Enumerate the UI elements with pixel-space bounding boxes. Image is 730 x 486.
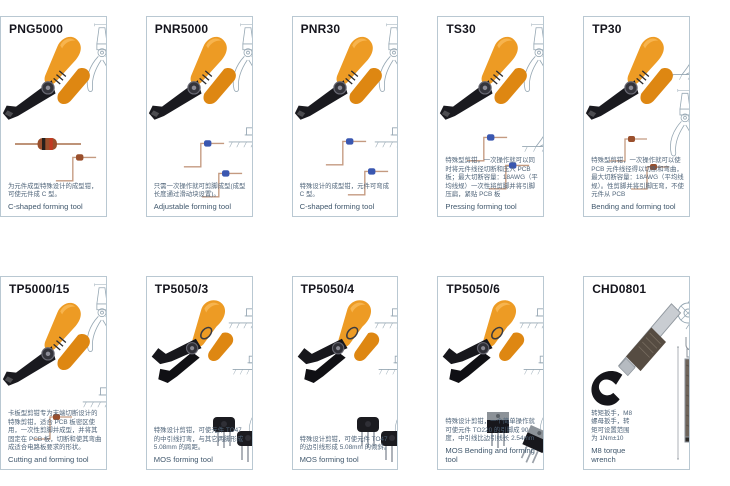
description-zh: 卡板型剪钳专为末端切断设计的特殊剪钳，适合 PCB 板密区使用，一次性剪脚并成型… <box>8 410 102 452</box>
product-card-png5000: PNG5000 为元件成型特殊设计的成型钳，可使元件成 C 型。 C-shape… <box>0 16 107 217</box>
description-en: Cutting and forming tool <box>8 455 89 464</box>
product-code: TP5050/6 <box>446 282 501 296</box>
product-catalog-page: PNG5000 为元件成型特殊设计的成型钳，可使元件成 C 型。 C-shape… <box>0 0 730 470</box>
pliers-photo <box>1 297 95 405</box>
product-description: 特殊型剪钳，一次操作就可以使 PCB 元件线径得以切断和弯曲，最大切断容量：18… <box>591 157 685 211</box>
description-en: MOS Bending and forming tool <box>445 446 535 464</box>
product-description: 特殊设计剪钳，一个简单操作就可使元件 TO220 的引脚成 90 度，中引线比边… <box>445 418 539 464</box>
description-zh: 特殊型剪钳，一次操作就可以同时将元件线径切断和压入 PCB 板；最大切断容量：1… <box>445 157 538 199</box>
description-zh: 只需一次操作就可剪脚成型(成型长度通过滑动块设置)。 <box>153 182 246 199</box>
mos-pliers-photo <box>438 297 532 405</box>
product-card-chd0801: CHD0801 <box>583 276 690 470</box>
description-zh: 为元件成型特殊设计的成型钳，可使元件成 C 型。 <box>8 182 98 199</box>
product-description: 只需一次操作就可剪脚成型(成型长度通过滑动块设置)。 Adjustable fo… <box>154 183 248 211</box>
pliers-photo <box>438 31 532 139</box>
catalog-row-1: PNG5000 为元件成型特殊设计的成型钳，可使元件成 C 型。 C-shape… <box>0 0 730 233</box>
product-code: PNR30 <box>300 22 341 36</box>
product-code: TP5000/15 <box>9 282 70 296</box>
product-description: 转矩扳手，M8 螺母扳手，转矩可设置范围为 1Nm±10 M8 torque w… <box>591 410 633 464</box>
description-en: C-shaped forming tool <box>299 202 375 211</box>
product-card-ts30: TS30 特殊型剪钳，一次操作就可以同时将元件线径切断和压入 PCB 板；最大切… <box>437 16 545 217</box>
description-zh: 特殊设计的成型钳，元件可弯成 C 型。 <box>299 182 390 199</box>
product-description: 特殊设计的成型钳，元件可弯成 C 型。 C-shaped forming too… <box>300 183 394 211</box>
description-en: Adjustable forming tool <box>153 202 232 211</box>
description-zh: 特殊设计剪钳，可使元件 TO47 的边引线形成 5.08mm 的倾斜。 <box>299 435 391 452</box>
product-card-tp30: TP30 特殊型剪钳，一次操作就可以使 PCB 元件线径得以切断和弯曲，最大切断… <box>583 16 690 217</box>
product-card-tp5050-3: TP5050/3 特殊设计剪钳，可使元件 TO47 的中引线打弯，与其它两脚形成… <box>145 276 253 470</box>
product-card-pnr5000: PNR5000 只需一次操作就可剪脚成型(成型长度通过滑动块设置)。 Adjus… <box>145 16 253 217</box>
mos-pliers-photo <box>147 297 241 405</box>
bent-component-illustration <box>53 149 99 185</box>
description-en: Pressing forming tool <box>445 202 517 211</box>
product-code: TP5050/3 <box>154 282 209 296</box>
mos-pliers-photo <box>293 297 387 405</box>
product-description: 卡板型剪钳专为末端切断设计的特殊剪钳，适合 PCB 板密区使用，一次性剪脚并成型… <box>8 410 102 464</box>
description-en: MOS forming tool <box>153 455 213 464</box>
product-code: CHD0801 <box>592 282 647 296</box>
pliers-photo <box>1 31 95 139</box>
product-code: TP30 <box>592 22 622 36</box>
description-zh: 特殊型剪钳，一次操作就可以使 PCB 元件线径得以切断和弯曲，最大切断容量：18… <box>591 157 684 199</box>
product-description: 特殊型剪钳，一次操作就可以同时将元件线径切断和压入 PCB 板；最大切断容量：1… <box>445 157 539 211</box>
product-code: TS30 <box>446 22 476 36</box>
description-zh: 转矩扳手，M8 螺母扳手，转矩可设置范围为 1Nm±10 <box>591 409 633 443</box>
pliers-photo <box>584 31 678 139</box>
product-code: TP5050/4 <box>300 282 355 296</box>
description-en: C-shaped forming tool <box>8 202 83 211</box>
description-en: Bending and forming tool <box>591 202 676 211</box>
product-card-tp5000-15: TP5000/15 卡板型剪钳专为末端切断设计的特殊剪钳，适合 PCB 板密区使… <box>0 276 107 470</box>
torque-wrench-photo <box>586 297 686 427</box>
product-code: PNR5000 <box>154 22 209 36</box>
description-zh: 特殊设计剪钳，一个简单操作就可使元件 TO220 的引脚成 90 度，中引线比边… <box>445 418 535 443</box>
description-en: MOS forming tool <box>299 455 359 464</box>
product-description: 特殊设计剪钳，可使元件 TO47 的边引线形成 5.08mm 的倾斜。 MOS … <box>300 436 394 464</box>
description-zh: 特殊设计剪钳，可使元件 TO47 的中引线打弯，与其它两脚形成 5.08mm 的… <box>153 427 244 452</box>
product-description: 特殊设计剪钳，可使元件 TO47 的中引线打弯，与其它两脚形成 5.08mm 的… <box>154 427 248 464</box>
pliers-photo <box>147 31 241 139</box>
catalog-row-2: TP5000/15 卡板型剪钳专为末端切断设计的特殊剪钳，适合 PCB 板密区使… <box>0 260 730 486</box>
description-en: M8 torque wrench <box>591 446 626 464</box>
product-card-tp5050-4: TP5050/4 特殊设计剪钳，可使元件 TO47 的边引线形成 5.08mm … <box>291 276 399 470</box>
product-card-pnr30: PNR30 特殊设计的成型钳，元件可弯成 C 型。 C-shaped formi… <box>291 16 399 217</box>
product-description: 为元件成型特殊设计的成型钳，可使元件成 C 型。 C-shaped formin… <box>8 183 102 211</box>
pliers-photo <box>293 31 387 139</box>
product-code: PNG5000 <box>9 22 64 36</box>
product-card-tp5050-6: TP5050/6 特殊设计剪钳，一个简单操作就可使元件 TO220 的引脚成 9… <box>437 276 545 470</box>
